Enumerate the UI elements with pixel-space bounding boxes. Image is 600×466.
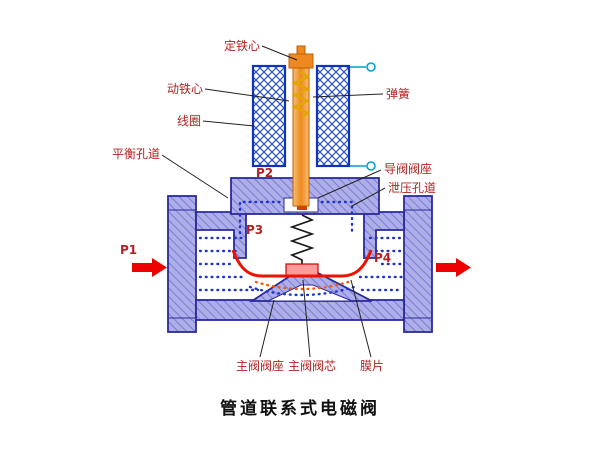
main-valve-core-block (285, 263, 319, 277)
leader-main-valve-seat (259, 299, 275, 358)
fluid-flow-lines (198, 200, 404, 297)
main-spring (289, 214, 315, 266)
solenoid-assembly (251, 45, 376, 213)
balance-channel-dotted (238, 200, 290, 235)
main-valve-chamber (231, 214, 373, 291)
leader-lines (161, 45, 386, 358)
diaphragm-underside-dotted (254, 280, 350, 291)
leader-balance-channel (161, 154, 229, 199)
left-flange (167, 195, 197, 333)
label-main-valve-core: 主阀阀芯 (288, 359, 336, 373)
label-p2: P2 (256, 166, 273, 180)
plunger-return-spring (291, 71, 311, 118)
leader-coil (202, 120, 255, 127)
top-left-pipe-wall (195, 211, 247, 259)
label-coil: 线圈 (177, 114, 201, 128)
leader-relief-channel (351, 187, 386, 207)
label-fixed-core: 定铁心 (224, 38, 260, 53)
leader-fixed-core (261, 45, 298, 61)
coil-right (315, 64, 351, 168)
leader-diaphragm (350, 279, 372, 358)
diaphragm-membrane (231, 249, 373, 278)
label-pilot-valve-seat: 导阀阀座 (384, 161, 432, 176)
relief-channel-dotted (314, 200, 354, 236)
fixed-core-cap (288, 53, 314, 69)
leader-spring (312, 93, 384, 98)
leader-main-valve-core (302, 279, 311, 358)
flow-arrows (132, 258, 471, 277)
label-diaphragm: 膜片 (360, 359, 384, 373)
flow-through-seat-dotted (248, 285, 356, 297)
label-moving-core: 动铁心 (167, 82, 203, 96)
pilot-seal-tip (297, 204, 307, 210)
label-balance-channel: 平衡孔道 (112, 147, 160, 161)
valve-body (167, 177, 433, 333)
label-relief-channel: 泄压孔道 (388, 181, 436, 195)
bottom-pipe-wall (195, 299, 405, 321)
terminal-circle-top (366, 62, 376, 72)
leader-moving-core (204, 88, 290, 102)
labels: 定铁心 动铁心 线圈 平衡孔道 弹簧 导阀阀座 泄压孔道 P1 P2 P3 P4… (112, 38, 436, 419)
label-p4: P4 (374, 251, 391, 265)
label-p1: P1 (120, 243, 137, 257)
fixed-core-nub (296, 45, 306, 55)
right-flange (403, 195, 433, 333)
label-spring: 弹簧 (386, 86, 410, 101)
coil-left (251, 64, 287, 168)
label-main-valve-seat: 主阀阀座 (236, 358, 284, 373)
inlet-flow-arrow (132, 258, 167, 277)
seat-inner-passage (267, 284, 353, 302)
label-p3: P3 (246, 223, 263, 237)
top-right-pipe-wall (363, 211, 405, 259)
terminal-circle-bottom (366, 161, 376, 171)
outlet-flow-arrow (436, 258, 471, 277)
diagram-title: 管道联系式电磁阀 (220, 398, 380, 419)
leader-pilot-valve-seat (317, 169, 382, 199)
